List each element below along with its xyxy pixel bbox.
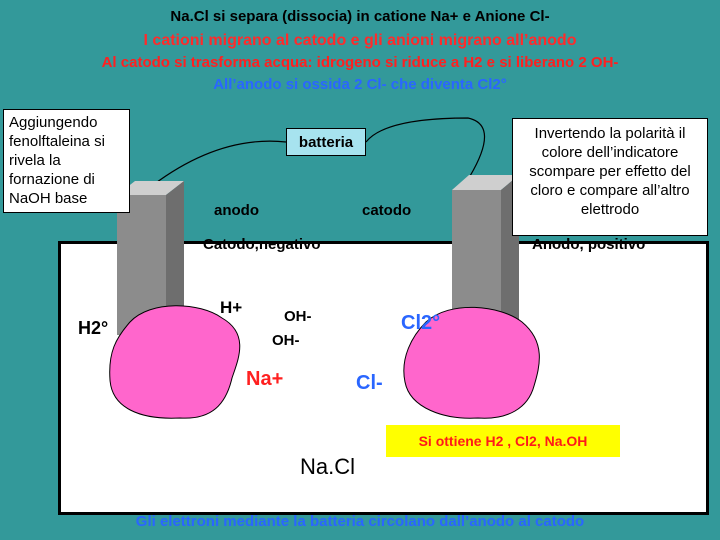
left-electrode-side <box>166 181 184 335</box>
right-electrode-top <box>452 175 519 190</box>
ion-cl2: Cl2° <box>401 312 441 334</box>
ion-oh-1: OH- <box>284 308 312 325</box>
ion-cl-minus: Cl- <box>356 372 383 394</box>
battery-label: batteria <box>286 128 366 156</box>
left-electrode-top <box>117 181 184 195</box>
result-badge: Si ottiene H2 , Cl2, Na.OH <box>386 425 620 457</box>
nacl-label: Na.Cl <box>300 454 356 479</box>
anode-positive-label: Anodo, positivo <box>532 236 646 253</box>
left-pink-blob <box>109 305 241 419</box>
anode-label: anodo <box>214 202 259 219</box>
right-pink-blob <box>403 306 540 419</box>
cathode-label: catodo <box>362 202 412 219</box>
ion-h2: H2° <box>78 318 109 338</box>
ion-h-plus: H+ <box>220 298 243 317</box>
ion-na-plus: Na+ <box>246 368 284 390</box>
header-line-3: Al catodo si trasforma acqua: idrogeno s… <box>101 54 619 71</box>
ion-oh-2: OH- <box>272 332 300 349</box>
wire-left <box>152 140 287 186</box>
header-line-4: All’anodo si ossida 2 Cl- che diventa Cl… <box>213 76 507 93</box>
note-phenolphthalein: Aggiungendo fenolftaleina si rivela la f… <box>3 109 130 213</box>
header-line-2: I cationi migrano al catodo e gli anioni… <box>143 32 577 49</box>
cathode-negative-label: Catodo,negativo <box>203 236 321 253</box>
wire-right <box>365 117 486 177</box>
note-polarity-inversion: Invertendo la polarità il colore dell’in… <box>512 118 708 236</box>
footer-electron-flow: Gli elettroni mediante la batteria circo… <box>135 513 585 530</box>
header-line-1: Na.Cl si separa (dissocia) in catione Na… <box>170 8 550 25</box>
